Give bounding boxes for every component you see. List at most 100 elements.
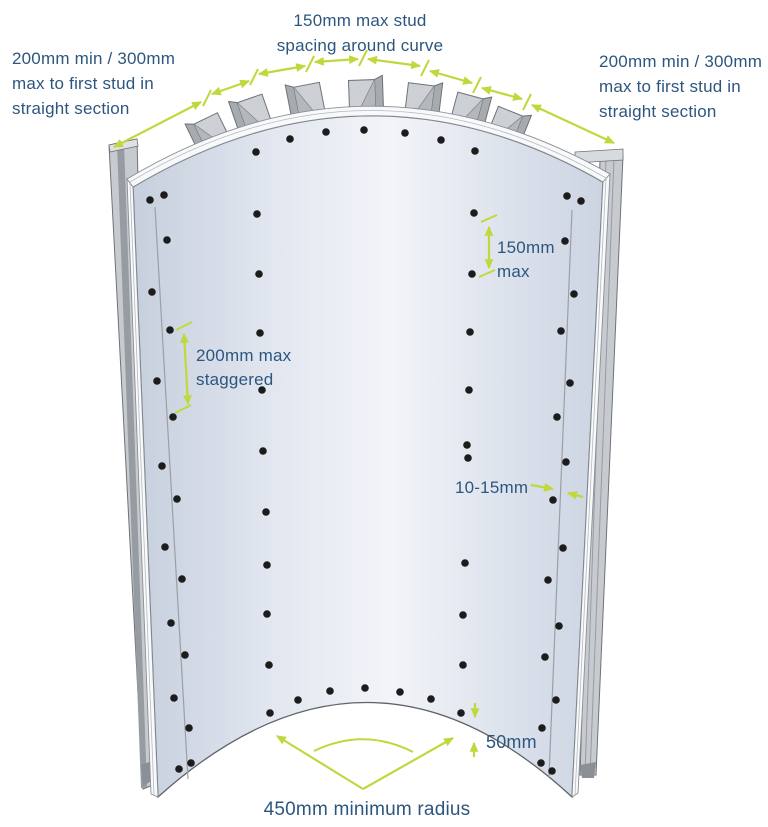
screw-dot — [256, 329, 264, 337]
edge-distance-dimension — [469, 703, 480, 757]
screw-dot — [169, 413, 177, 421]
spacing-dimension-segment — [210, 79, 251, 96]
screw-dot — [185, 724, 193, 732]
screw-dot — [465, 386, 473, 394]
screw-dot — [322, 128, 330, 136]
screw-dot — [294, 696, 302, 704]
stagger-dimension — [174, 321, 193, 414]
screw-dot — [166, 326, 174, 334]
screw-dot — [258, 386, 266, 394]
screw-dot — [570, 290, 578, 298]
first-stud-right-line3: straight section — [599, 102, 717, 121]
vertical-fixing-line1: 150mm — [497, 238, 555, 257]
screw-dot — [163, 236, 171, 244]
left-board-joint-line — [154, 206, 189, 780]
screw-dot — [437, 136, 445, 144]
screw-dot — [170, 694, 178, 702]
screw-fixings — [146, 126, 585, 775]
screw-dot — [187, 759, 195, 767]
screw-dot — [464, 454, 472, 462]
spacing-dimension-segment — [428, 69, 474, 85]
spacing-dimension-segment — [113, 101, 202, 148]
vertical-fixing-dimension — [478, 214, 498, 278]
screw-dot — [265, 661, 273, 669]
vertical-fixing-line2: max — [497, 262, 530, 281]
screw-dot — [468, 270, 476, 278]
screw-dot — [457, 709, 465, 717]
screw-dot — [262, 508, 270, 516]
spacing-dimension-segment — [531, 104, 615, 144]
screw-dot — [538, 724, 546, 732]
screw-dot — [459, 611, 467, 619]
screw-dot — [263, 561, 271, 569]
first-stud-left-line3: straight section — [12, 99, 130, 118]
screw-dot — [544, 576, 552, 584]
first-stud-right-line1: 200mm min / 300mm — [599, 52, 762, 71]
screw-dot — [471, 147, 479, 155]
right-corner-stud — [574, 148, 624, 778]
label-stagger: 200mm max staggered — [196, 346, 292, 389]
label-edge-distance: 50mm — [486, 732, 537, 752]
label-min-radius: 450mm minimum radius — [264, 799, 471, 820]
spacing-dimension-tick — [420, 59, 430, 77]
screw-dot — [259, 447, 267, 455]
screw-dot — [175, 765, 183, 773]
spacing-dimension-tick — [472, 76, 482, 94]
screw-dot — [253, 210, 261, 218]
right-board-joint-line — [548, 209, 573, 778]
screw-dot — [466, 328, 474, 336]
screw-dot — [255, 270, 263, 278]
screw-dot — [566, 379, 574, 387]
screw-dot — [361, 684, 369, 692]
first-stud-left-line1: 200mm min / 300mm — [12, 49, 175, 68]
screw-dot — [146, 196, 154, 204]
first-stud-left-line2: max to first stud in — [12, 74, 154, 93]
screw-dot — [178, 575, 186, 583]
screw-dot — [537, 759, 545, 767]
stagger-line1: 200mm max — [196, 346, 292, 365]
spacing-dimension-tick — [202, 89, 212, 107]
screw-dot — [463, 441, 471, 449]
screw-dot — [427, 695, 435, 703]
screw-dot — [326, 687, 334, 695]
screw-dot — [541, 653, 549, 661]
screw-dot — [158, 462, 166, 470]
curve-spacing-line2: spacing around curve — [277, 36, 444, 55]
screw-dot — [549, 496, 557, 504]
screw-dot — [266, 709, 274, 717]
label-vertical-fixing: 150mm max — [497, 238, 555, 281]
screw-dot — [470, 209, 478, 217]
stud-spacing-dimension-arc — [113, 49, 615, 148]
screw-dot — [577, 197, 585, 205]
spacing-dimension-tick — [305, 55, 315, 73]
radius-dimension — [276, 735, 454, 790]
board-gap-dimension — [530, 483, 584, 500]
spacing-dimension-tick — [522, 93, 532, 111]
screw-dot — [555, 622, 563, 630]
screw-dot — [252, 148, 260, 156]
screw-dot — [461, 559, 469, 567]
screw-dot — [181, 651, 189, 659]
spacing-dimension-segment — [480, 86, 524, 101]
screw-dot — [559, 544, 567, 552]
screw-dot — [548, 767, 556, 775]
screw-dot — [552, 696, 560, 704]
screw-dot — [401, 129, 409, 137]
screw-dot — [561, 237, 569, 245]
screw-dot — [562, 458, 570, 466]
screw-dot — [148, 288, 156, 296]
label-board-gap: 10-15mm — [455, 478, 528, 497]
spacing-dimension-segment — [313, 55, 360, 66]
screw-dot — [557, 327, 565, 335]
screw-dot — [160, 191, 168, 199]
screw-dot — [161, 543, 169, 551]
first-stud-right-line2: max to first stud in — [599, 77, 741, 96]
label-curve-spacing: 150mm max stud spacing around curve — [277, 11, 444, 55]
panel-edge-strips — [126, 105, 611, 798]
screw-dot — [563, 192, 571, 200]
stagger-line2: staggered — [196, 370, 273, 389]
screw-dot — [360, 126, 368, 134]
screw-dot — [553, 413, 561, 421]
